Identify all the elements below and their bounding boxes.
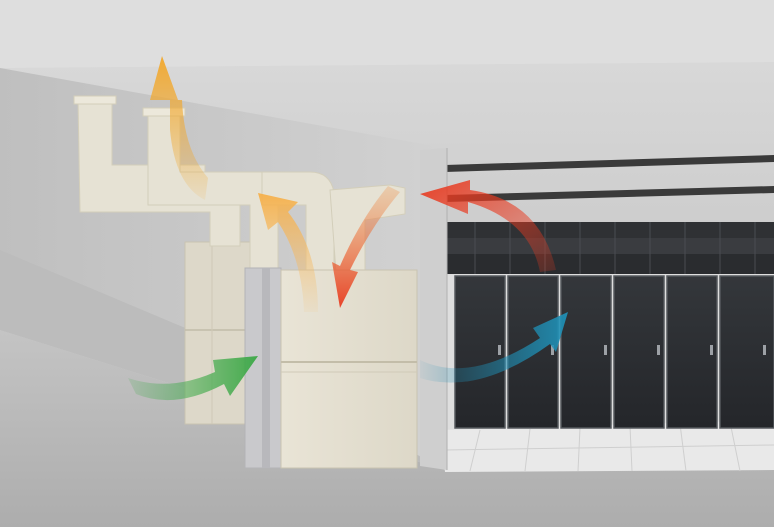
floor — [0, 330, 774, 527]
server-rack — [560, 275, 612, 429]
server-rack — [613, 275, 665, 429]
red-hot-air-arrow-icon — [420, 180, 556, 272]
server-racks-back-rows — [445, 222, 774, 274]
cooling-unit-body — [280, 269, 418, 469]
blue-cold-air-arrow-icon — [420, 312, 568, 383]
server-rack-row — [454, 275, 774, 429]
green-intake-arrow-icon — [128, 356, 258, 401]
yellow-exhaust-arrow-icon — [150, 56, 208, 200]
orange-return-arrow-icon — [258, 193, 318, 312]
red-supply-arrow-icon — [332, 186, 400, 308]
cooling-unit-front — [244, 267, 418, 469]
server-rack — [719, 275, 774, 429]
server-rack — [666, 275, 718, 429]
raised-floor — [440, 420, 774, 472]
cable-trays — [445, 155, 774, 202]
server-rack — [454, 275, 506, 429]
partition-wall — [420, 148, 447, 470]
